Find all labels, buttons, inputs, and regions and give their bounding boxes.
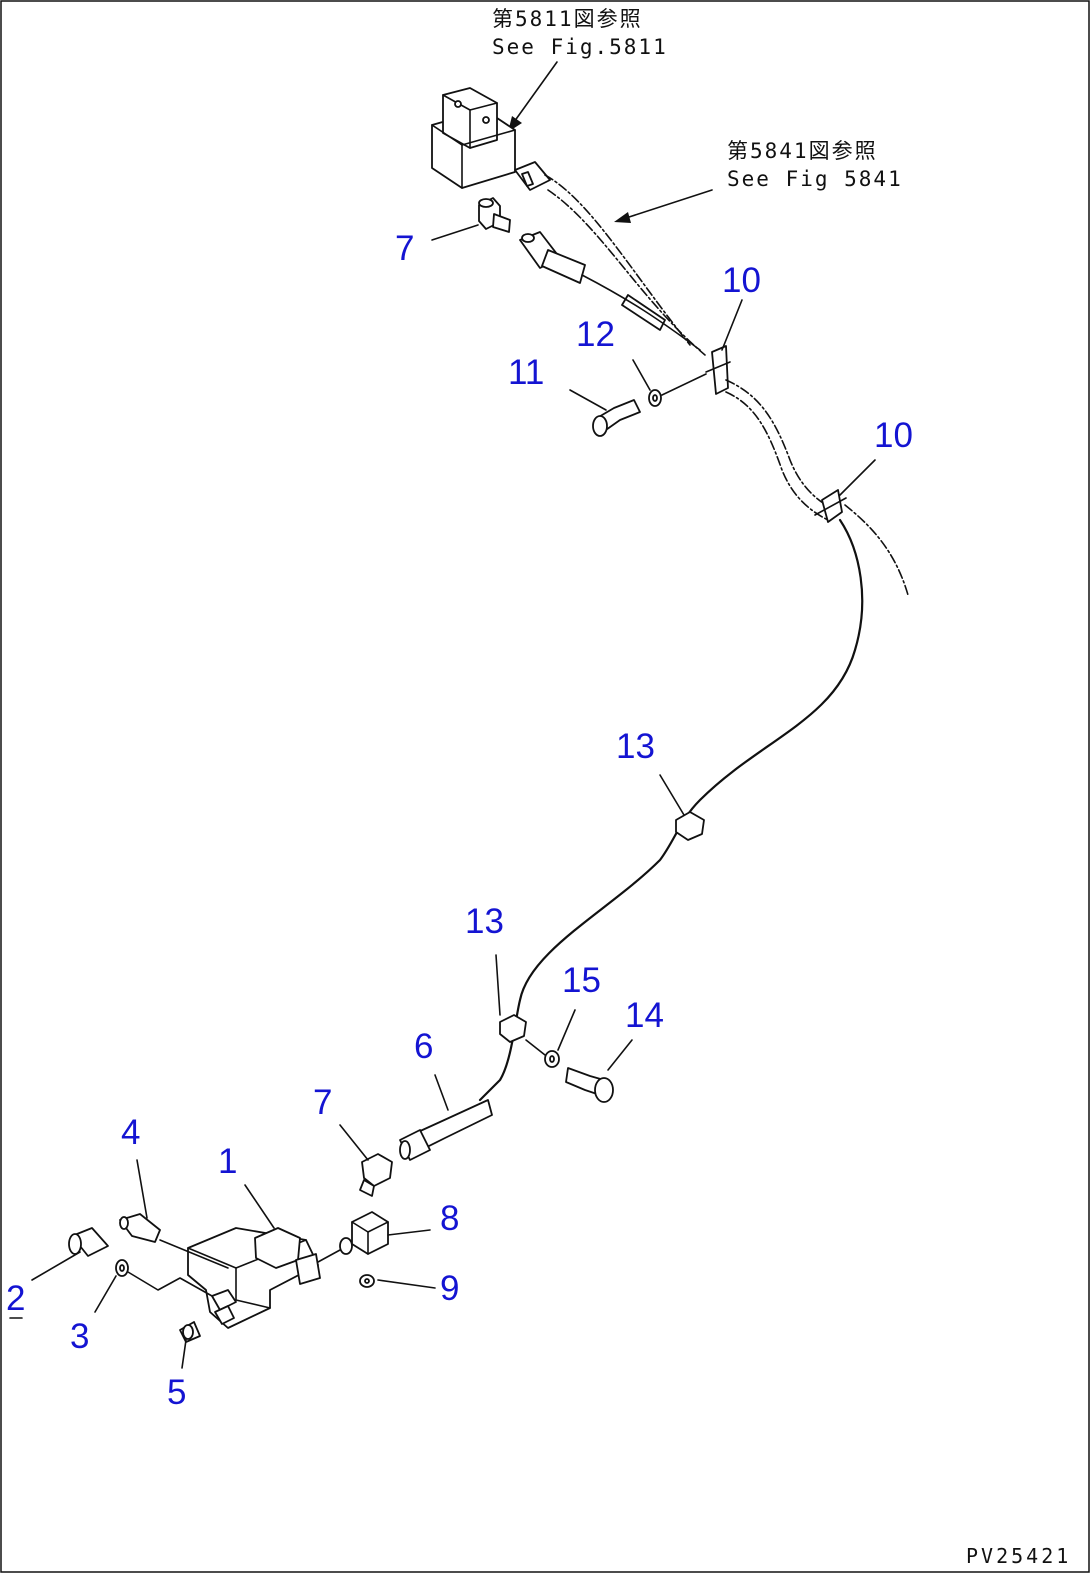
ref-text-en-5811: See Fig.5811 — [492, 35, 668, 59]
hose-upper-b — [547, 189, 706, 356]
callout-12: 12 — [576, 315, 615, 354]
callout-9: 9 — [440, 1269, 459, 1308]
bolt-axis-line — [661, 373, 707, 396]
clamp-lower-b — [499, 1014, 527, 1043]
adapter-upper-left — [119, 1213, 161, 1243]
washer-upper — [648, 389, 662, 407]
hose-fitting-top — [519, 231, 586, 284]
ref-text-jp-5841: 第5841図参照 — [727, 139, 878, 163]
callout-3: 3 — [70, 1317, 89, 1356]
callout-8: 8 — [440, 1199, 459, 1238]
ref-arrow-5811 — [508, 61, 558, 132]
solenoid-axis-line — [317, 1249, 341, 1263]
callout-11: 11 — [508, 353, 544, 392]
hose-mid-b — [725, 391, 829, 521]
elbow-fitting-top — [478, 197, 511, 233]
lower-bolt-axis — [525, 1039, 546, 1056]
upper-bracket — [431, 87, 516, 189]
hose-long-run — [478, 518, 864, 1102]
leader-lines — [9, 224, 876, 1369]
callout-6: 6 — [414, 1027, 433, 1066]
callout-10-upper: 10 — [722, 261, 761, 300]
clamp-mid — [814, 489, 847, 523]
hose-end-right — [844, 504, 909, 596]
clamp-upper — [705, 345, 731, 395]
ref-text-jp-5811: 第5811図参照 — [492, 7, 643, 31]
callout-5: 5 — [167, 1373, 186, 1412]
callout-7-lower: 7 — [313, 1083, 332, 1122]
solenoid-coil — [339, 1211, 389, 1255]
bolt-lower — [565, 1067, 614, 1103]
callout-15: 15 — [562, 961, 601, 1000]
left-axis-line — [127, 1271, 213, 1297]
callout-10-mid: 10 — [874, 416, 913, 455]
callout-1: 1 — [218, 1142, 237, 1181]
callout-7-top: 7 — [395, 229, 414, 268]
hose-top-line — [581, 274, 701, 351]
nut-small — [359, 1274, 375, 1288]
callout-14: 14 — [625, 996, 664, 1035]
plug-bottom — [179, 1321, 201, 1343]
callout-2: 2 — [6, 1279, 25, 1318]
clamp-lower-a — [675, 811, 705, 841]
upper-hose-fitting — [514, 161, 551, 191]
plug-left — [68, 1227, 109, 1257]
valve-block — [187, 1227, 321, 1329]
washer-left — [115, 1259, 129, 1277]
drawing-code: PV25421 — [966, 1544, 1071, 1568]
hose-upper-a — [544, 174, 691, 346]
callout-4: 4 — [121, 1113, 140, 1152]
ref-text-en-5841: See Fig 5841 — [727, 167, 903, 191]
bolt-upper — [592, 399, 641, 437]
callout-13-lower: 13 — [465, 902, 504, 941]
callout-13-upper: 13 — [616, 727, 655, 766]
elbow-fitting-lower — [359, 1153, 393, 1197]
hose-mid-a — [725, 379, 836, 511]
ref-arrow-5841 — [614, 189, 713, 223]
hose-fitting-lower — [399, 1099, 493, 1161]
adapter-axis-line — [159, 1239, 229, 1269]
washer-lower — [544, 1050, 560, 1068]
